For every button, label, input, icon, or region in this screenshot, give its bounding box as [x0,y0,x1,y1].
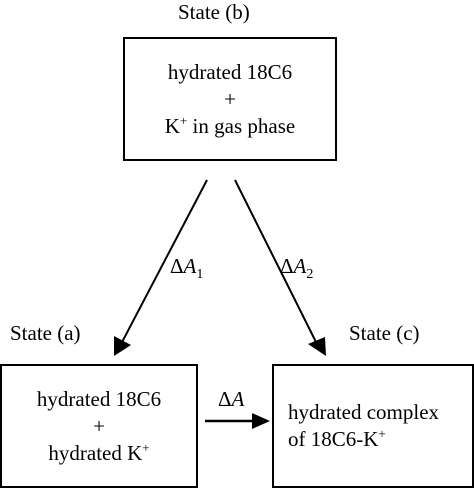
state-a-title: State (a) [10,321,81,345]
state-c-line-2: of 18C6-K+ [288,426,386,451]
state-a-line-3: hydrated K+ [48,439,150,465]
arrow-b-to-a [119,179,208,347]
state-c-box: hydrated complex of 18C6-K+ [272,364,474,488]
state-a-line-1: hydrated 18C6 [36,386,162,411]
delta-a1-label: ΔA1 [170,254,204,282]
state-c-title: State (c) [349,321,420,345]
delta-a2-label: ΔA2 [280,254,314,282]
state-b-box: hydrated 18C6 + K+ in gas phase [123,37,337,161]
state-b-title: State (b) [178,0,250,24]
arrow-b-to-c [234,179,319,347]
state-b-line-2: + [224,86,236,111]
state-c-line-1: hydrated complex [288,400,440,424]
delta-a-label: ΔA [218,387,245,411]
arrow-b-to-a-head [114,336,131,356]
state-b-line-1: hydrated 18C6 [167,59,293,84]
state-a-box: hydrated 18C6 + hydrated K+ [0,364,198,488]
arrow-a-to-c-head [252,413,270,429]
state-b-line-3: K+ in gas phase [164,112,296,138]
state-a-line-2: + [93,413,105,438]
arrow-b-to-c-head [308,337,326,356]
